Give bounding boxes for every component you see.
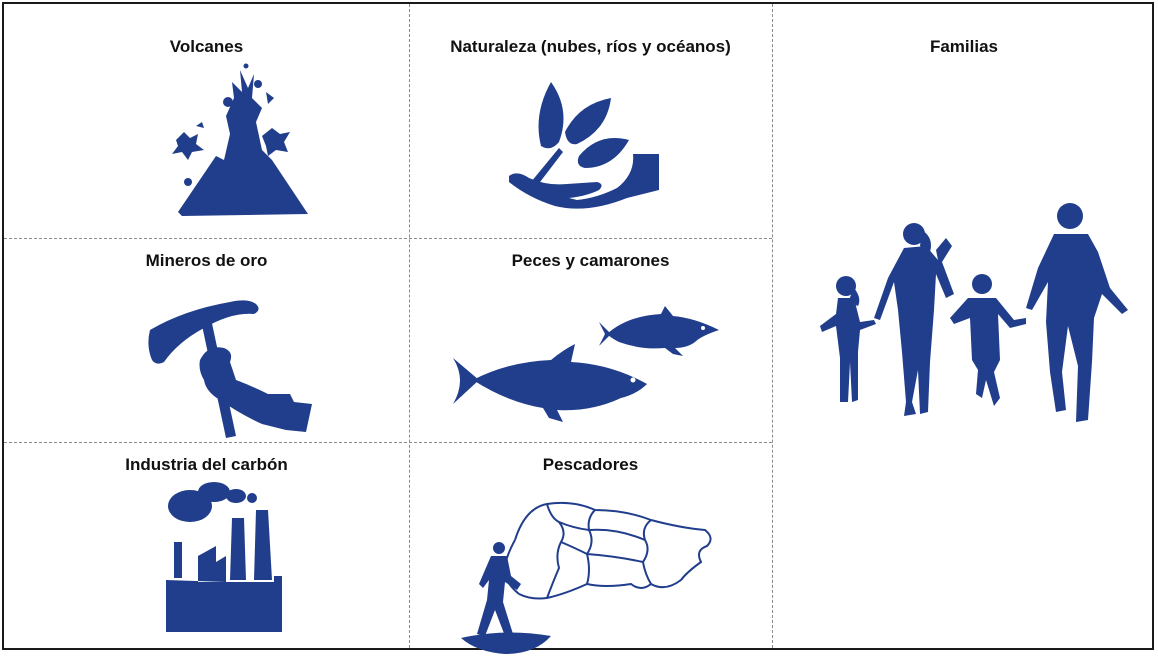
pickaxe-hand-icon: [148, 300, 312, 438]
panel-volcanes: Volcanes: [4, 4, 409, 238]
panel-title-peces: Peces y camarones: [511, 251, 670, 270]
panel-title-volcanes: Volcanes: [169, 37, 244, 56]
panel-industria: Industria del carbón: [4, 442, 409, 648]
panel-title-pescadores: Pescadores: [542, 455, 639, 474]
divider-horizontal-2: [4, 442, 772, 443]
panel-familias: Familias: [772, 4, 1156, 648]
panel-title-familias: Familias: [929, 37, 999, 56]
factory-icon: [166, 482, 282, 632]
panel-naturaleza: Naturaleza (nubes, ríos y océanos): [409, 4, 772, 238]
panel-title-naturaleza: Naturaleza (nubes, ríos y océanos): [450, 37, 731, 56]
leaf-in-hand-icon: [509, 82, 659, 209]
panel-title-industria: Industria del carbón: [125, 455, 288, 474]
divider-vertical-1: [409, 4, 410, 648]
panel-pescadores: Pescadores: [409, 442, 772, 654]
panel-title-mineros: Mineros de oro: [145, 251, 268, 270]
divider-horizontal-1: [4, 238, 772, 239]
volcano-icon: [172, 63, 308, 216]
panel-peces: Peces y camarones: [409, 238, 772, 442]
divider-vertical-2: [772, 4, 773, 648]
fisherman-net-icon: [461, 501, 712, 654]
fish-icon: [453, 306, 719, 422]
panel-mineros: Mineros de oro: [4, 238, 409, 442]
family-walking-icon: [820, 203, 1128, 422]
